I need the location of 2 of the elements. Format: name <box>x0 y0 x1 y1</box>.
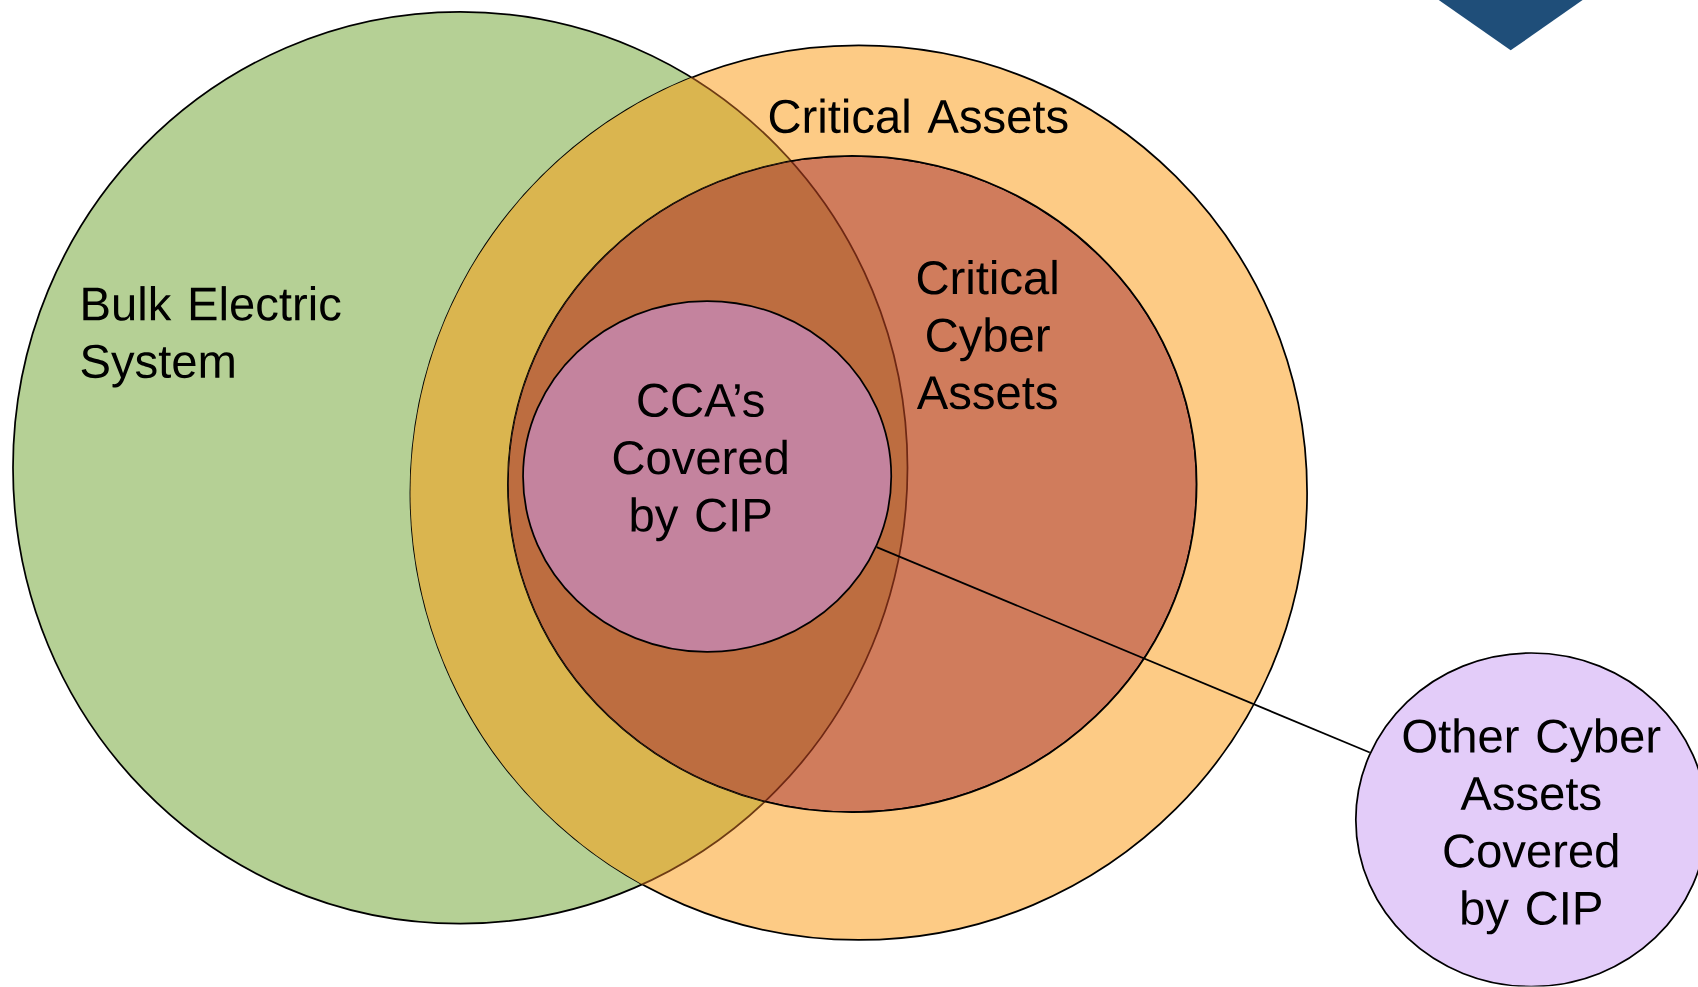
chevron-shape <box>1436 0 1585 51</box>
leader-line <box>875 546 1371 754</box>
